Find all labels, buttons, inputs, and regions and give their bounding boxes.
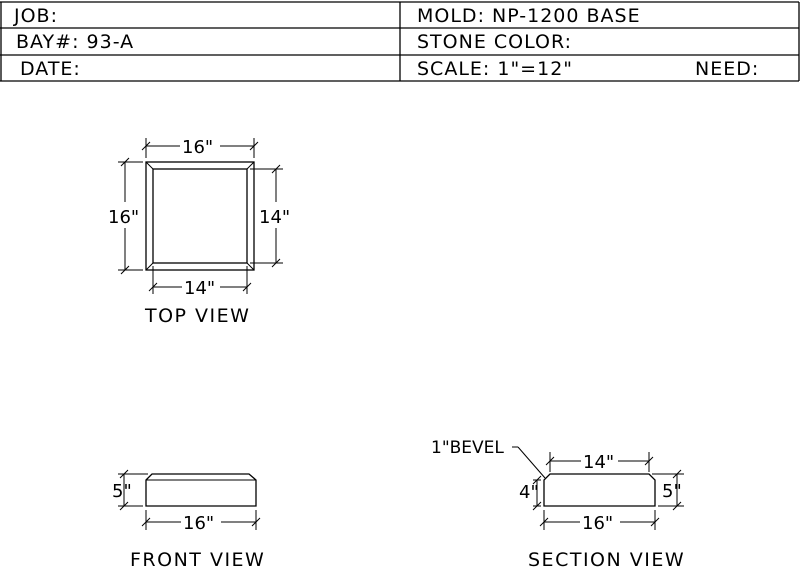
front-view-label: FRONT VIEW — [130, 549, 265, 570]
dimension-tick — [532, 475, 542, 485]
front-view-dim-width: 16" — [183, 513, 214, 534]
top-view-dim-top: 16" — [182, 137, 213, 158]
dimension-tick — [672, 469, 682, 479]
dimension-tick — [672, 501, 682, 511]
dimension-tick — [545, 456, 555, 466]
front-view-dim-height: 5" — [112, 481, 132, 502]
section-view-dim-right: 5" — [662, 481, 682, 502]
dimension-tick — [148, 282, 158, 292]
dimension-tick — [120, 157, 130, 167]
top-view: 16" 16" 14" 14" TOP VIEW — [108, 137, 290, 327]
dimension-tick — [141, 517, 151, 527]
dimension-tick — [119, 501, 129, 511]
need-field: NEED: — [695, 58, 759, 80]
bevel-corner-line — [246, 262, 255, 271]
dimension-tick — [532, 501, 542, 511]
section-view: 1"BEVEL 14" 4" 5" 16" SECTION VIEW — [431, 438, 685, 570]
dimension-tick — [271, 164, 281, 174]
bay-field: BAY#: 93-A — [16, 31, 134, 53]
dimension-tick — [271, 258, 281, 268]
date-field: DATE: — [20, 58, 81, 80]
top-view-inner-edge — [152, 168, 248, 264]
dimension-tick — [650, 517, 660, 527]
top-view-label: TOP VIEW — [144, 305, 250, 327]
top-view-dim-right: 14" — [259, 207, 290, 228]
dimension-tick — [251, 517, 261, 527]
dimension-tick — [242, 282, 252, 292]
front-view-outline — [145, 473, 257, 507]
bevel-note: 1"BEVEL — [431, 438, 504, 458]
dimension-tick — [119, 469, 129, 479]
dimension-tick — [249, 141, 259, 151]
scale-field: SCALE: 1"=12" — [417, 58, 573, 80]
section-view-outline — [543, 473, 656, 507]
title-block: JOB: MOLD: NP-1200 BASE BAY#: 93-A STONE… — [0, 1, 800, 82]
stone-color-field: STONE COLOR: — [417, 31, 572, 53]
section-view-dim-bottom: 16" — [582, 513, 613, 534]
dimension-tick — [539, 517, 549, 527]
section-view-label: SECTION VIEW — [528, 549, 685, 570]
dimension-tick — [141, 141, 151, 151]
front-view: 5" 16" FRONT VIEW — [112, 469, 265, 570]
bevel-corner-line — [145, 262, 154, 271]
dimension-tick — [644, 456, 654, 466]
top-view-dim-bottom: 14" — [184, 278, 215, 299]
leader-line — [517, 446, 546, 479]
top-view-dim-left: 16" — [108, 207, 139, 228]
dimension-tick — [120, 265, 130, 275]
section-view-dim-top: 14" — [583, 452, 614, 473]
top-view-outer-edge — [145, 161, 255, 271]
section-view-dim-left: 4" — [519, 482, 539, 503]
mold-field: MOLD: NP-1200 BASE — [417, 5, 641, 27]
bevel-corner-line — [246, 161, 255, 170]
job-field: JOB: — [13, 5, 58, 27]
bevel-corner-line — [145, 161, 154, 170]
